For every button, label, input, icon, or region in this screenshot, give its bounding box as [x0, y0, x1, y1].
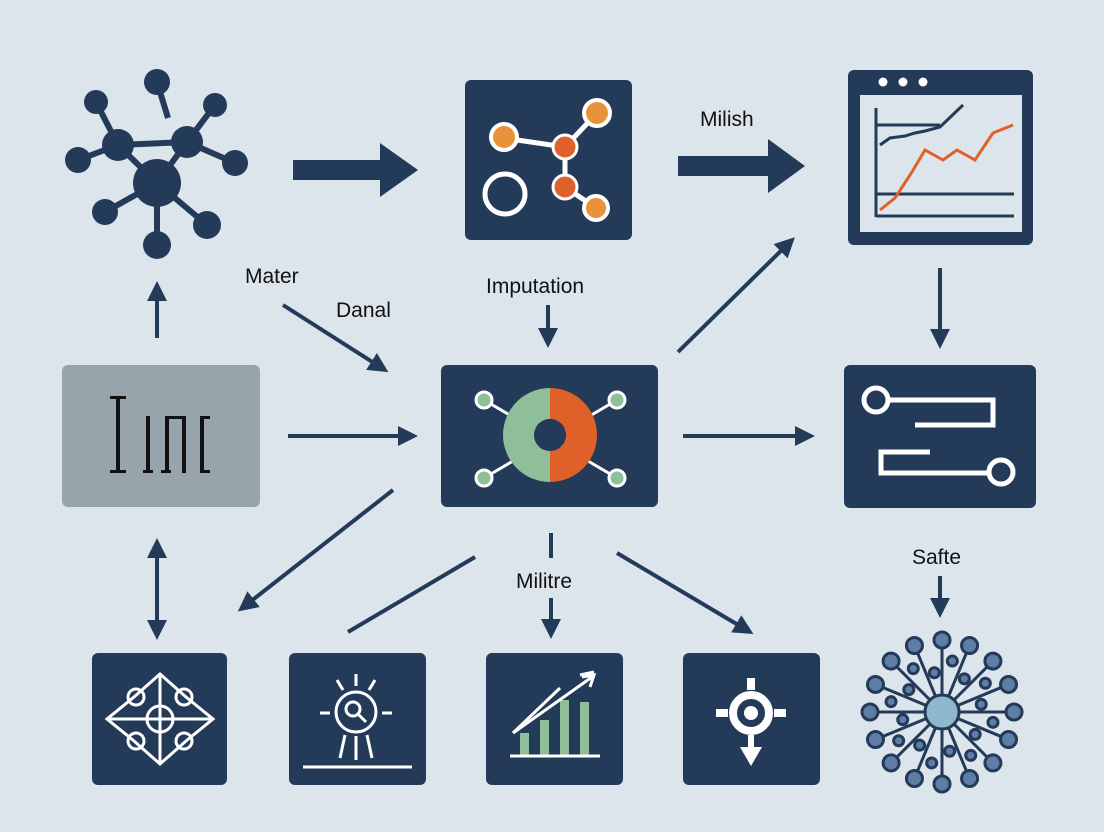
arrow-diagonal — [237, 488, 395, 612]
network-node — [999, 674, 1019, 694]
network-node — [978, 676, 992, 690]
network-node — [865, 730, 885, 750]
radial-network-icon — [860, 630, 1024, 794]
logo-box — [62, 365, 260, 507]
line-chart-window — [848, 70, 1033, 245]
network-node — [860, 702, 880, 722]
network-node — [932, 630, 952, 650]
network-node — [986, 715, 1000, 729]
network-node — [943, 744, 957, 758]
label-milish: Milish — [700, 108, 754, 131]
molecule-network-icon — [65, 69, 248, 259]
imputation-box — [441, 365, 658, 507]
network-node — [927, 666, 941, 680]
network-node — [884, 695, 898, 709]
network-node — [902, 683, 916, 697]
network-node — [881, 651, 901, 671]
label-militre: Militre — [516, 570, 572, 593]
arrow-diagonal — [281, 303, 389, 373]
network-node — [983, 651, 1003, 671]
connector-line — [346, 555, 477, 634]
arrow-diagonal — [676, 237, 795, 354]
network-node — [906, 662, 920, 676]
arrow-right-icon — [293, 143, 418, 197]
growth-bar-chart-box — [486, 653, 623, 785]
network-node — [865, 674, 885, 694]
network-node — [896, 713, 910, 727]
network-node — [904, 769, 924, 789]
gear-down-arrow-box — [683, 653, 820, 785]
label-mater: Mater — [245, 265, 299, 288]
label-danal: Danal — [336, 299, 391, 322]
network-node — [925, 756, 939, 770]
label-imputation: Imputation — [486, 275, 584, 298]
network-node — [960, 635, 980, 655]
network-node — [904, 635, 924, 655]
network-node — [932, 774, 952, 794]
network-node — [892, 734, 906, 748]
network-node — [960, 769, 980, 789]
network-node — [945, 654, 959, 668]
node-graph-box — [465, 80, 632, 240]
network-node — [964, 748, 978, 762]
network-node — [974, 697, 988, 711]
network-node — [881, 753, 901, 773]
network-node — [968, 727, 982, 741]
flow-path-box — [844, 365, 1036, 508]
network-node — [999, 730, 1019, 750]
sun-magnifier-box — [289, 653, 426, 785]
arrow-diagonal — [615, 551, 754, 635]
network-node — [1004, 702, 1024, 722]
label-safte: Safte — [912, 546, 961, 569]
network-node — [983, 753, 1003, 773]
network-hub — [923, 693, 961, 731]
snowflake-network-box — [92, 653, 227, 785]
network-node — [913, 738, 927, 752]
network-node — [957, 672, 971, 686]
arrow-right-icon — [678, 139, 805, 193]
